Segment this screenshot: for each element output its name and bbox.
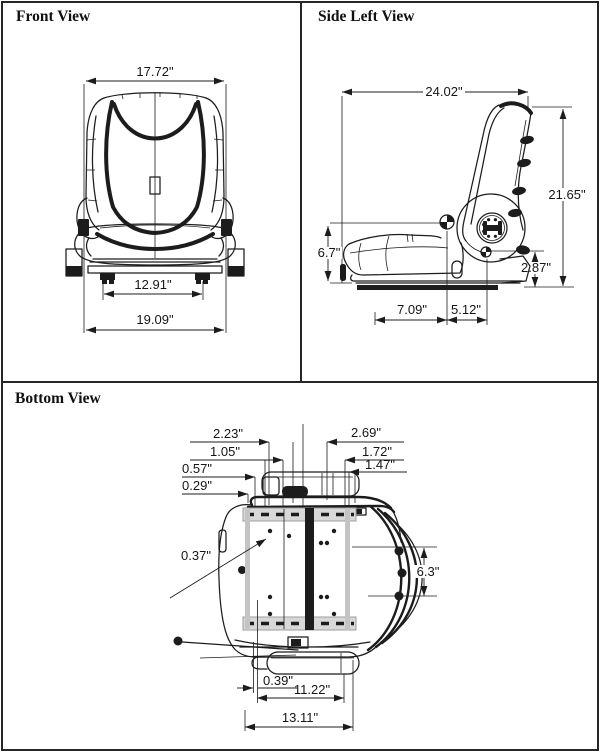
dim-side-overall-depth: 24.02": [425, 84, 463, 99]
dim-front-mount-width: 12.91": [134, 277, 172, 292]
dim-bottom-offset-a: 2.23": [213, 426, 243, 441]
dim-bottom-offset-c: 0.57": [182, 461, 212, 476]
dim-front-overall-width: 17.72": [136, 64, 174, 79]
dim-bottom-mount-length: 11.22": [294, 682, 331, 697]
dim-front-base-width: 19.09": [136, 312, 174, 327]
dim-side-base-height: 2.87": [521, 260, 551, 275]
dim-side-seat-height: 6.7": [318, 245, 341, 260]
dim-side-rear-offset: 5.12": [451, 302, 481, 317]
side-left-view-drawing: 24.02" 21.65" 6.7" 2.87" 7.09" 5.12": [315, 82, 589, 325]
bottom-view-title: Bottom View: [15, 390, 101, 407]
front-view-drawing: 17.72" 12.91" 19.09": [65, 64, 245, 334]
side-left-view-title: Side Left View: [318, 8, 415, 25]
panel-divider-horizontal: [1, 381, 597, 383]
dim-bottom-offset-d: 0.29": [182, 478, 212, 493]
dim-bottom-hole-diameter: 0.37": [181, 548, 211, 563]
dim-bottom-offset-e: 2.69": [351, 425, 381, 440]
panel-divider-vertical: [300, 1, 302, 383]
front-view-title: Front View: [16, 8, 91, 25]
dim-bottom-overall-length: 13.11": [282, 710, 319, 725]
bottom-view-drawing: 2.23" 2.69" 1.05" 1.72" 1.47" 0.57" 0.29…: [169, 424, 444, 731]
dim-bottom-offset-b: 1.05": [210, 444, 240, 459]
dim-bottom-offset-g: 1.47": [365, 457, 395, 472]
dim-bottom-offset-f: 1.72": [362, 444, 392, 459]
dim-side-overall-height: 21.65": [548, 187, 586, 202]
dim-side-front-offset: 7.09": [397, 302, 427, 317]
dim-bottom-rail-span: 6.3": [417, 564, 440, 579]
dim-bottom-slot-offset: 0.39": [263, 673, 293, 688]
